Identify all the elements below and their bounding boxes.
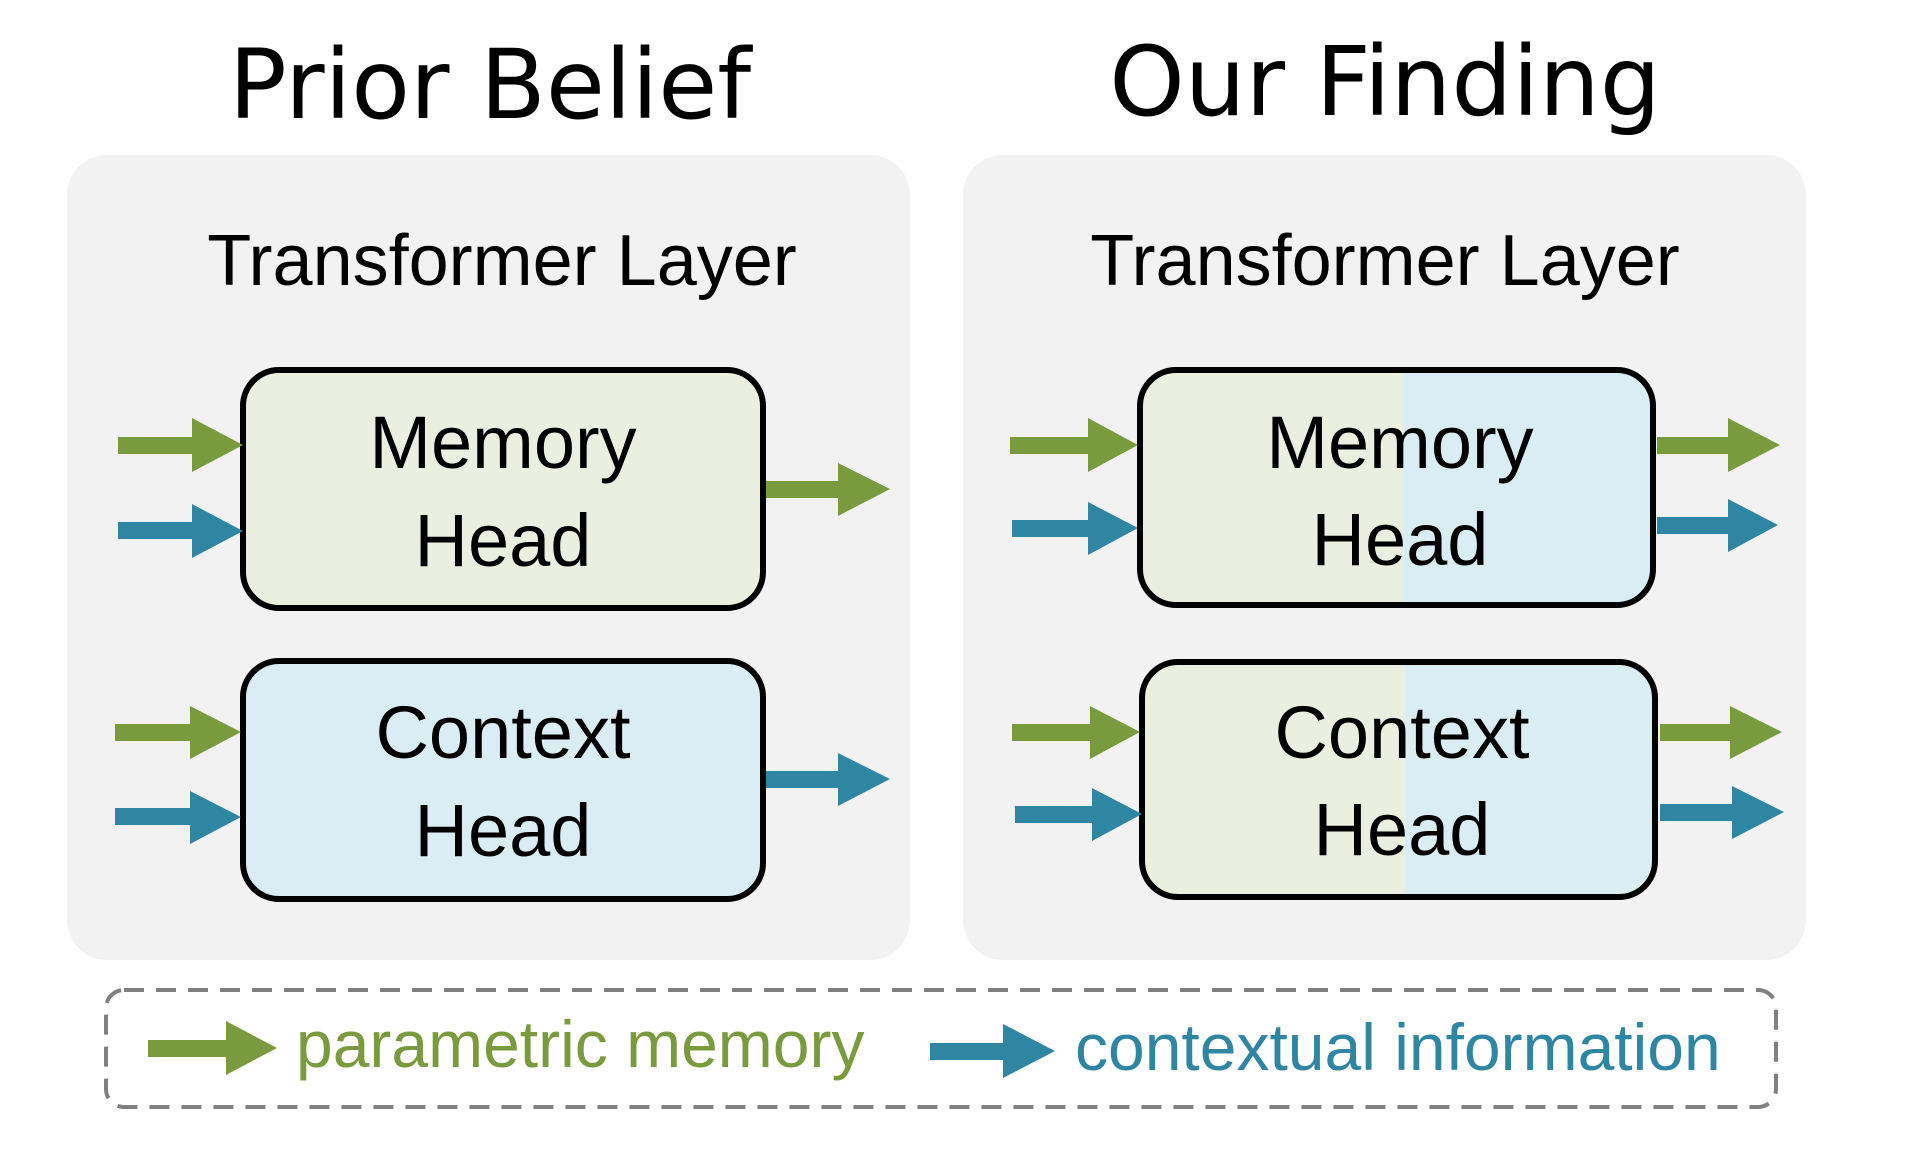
context-head-label-line2: Head [1314,788,1491,871]
title-our-finding: Our Finding [1109,26,1661,138]
context-head-parametric-half [1142,662,1405,897]
parametric-legend-label: parametric memory [296,1007,864,1081]
panel-prior-belief: Transformer Layer Memory Head Context He… [67,155,910,960]
context-head-contextual-half [1405,662,1655,897]
memory-head-label-line2: Head [1312,498,1489,581]
parametric-input-arrow-icon [115,706,241,759]
contextual-output-arrow-icon [1660,786,1784,839]
memory-head-label-line1: Memory [1266,401,1533,484]
title-prior-belief: Prior Belief [229,29,753,141]
memory-head-box: Memory Head [240,367,766,611]
contextual-input-arrow-icon [1012,502,1138,555]
memory-head-label-line2: Head [415,499,592,582]
contextual-legend-arrow-icon [930,1024,1055,1078]
parametric-output-arrow-icon [766,463,890,516]
parametric-input-arrow-icon [1010,418,1138,472]
context-head-label-line1: Context [375,691,630,774]
memory-head-label-line1: Memory [369,401,636,484]
contextual-input-arrow-icon [118,504,243,558]
context-head-fill [240,658,766,902]
parametric-output-arrow-icon [1660,706,1782,759]
legend: parametric memory contextual information [104,988,1778,1109]
memory-head-fill [240,367,766,611]
context-head-box: Context Head [1139,659,1658,900]
panel-our-finding: Transformer Layer Memory Head Context He… [963,155,1806,960]
transformer-layer-label: Transformer Layer [1090,221,1680,301]
parametric-input-arrow-icon [1012,706,1140,759]
memory-head-border [1137,367,1656,608]
transformer-layer-label: Transformer Layer [207,221,797,301]
parametric-legend-arrow-icon [148,1021,277,1075]
parametric-input-arrow-icon [118,418,243,472]
contextual-output-arrow-icon [766,753,890,806]
parametric-output-arrow-icon [1657,418,1780,472]
contextual-input-arrow-icon [115,791,241,844]
legend-border [104,988,1778,1109]
context-head-label-line1: Context [1274,691,1529,774]
memory-head-parametric-half [1140,370,1403,605]
contextual-output-arrow-icon [1657,499,1778,552]
memory-head-contextual-half [1403,370,1653,605]
contextual-input-arrow-icon [1015,788,1142,841]
context-head-label-line2: Head [415,789,592,872]
context-head-border [1139,659,1658,900]
context-head-box: Context Head [240,658,766,902]
contextual-legend-label: contextual information [1075,1010,1721,1084]
memory-head-box: Memory Head [1137,367,1656,608]
